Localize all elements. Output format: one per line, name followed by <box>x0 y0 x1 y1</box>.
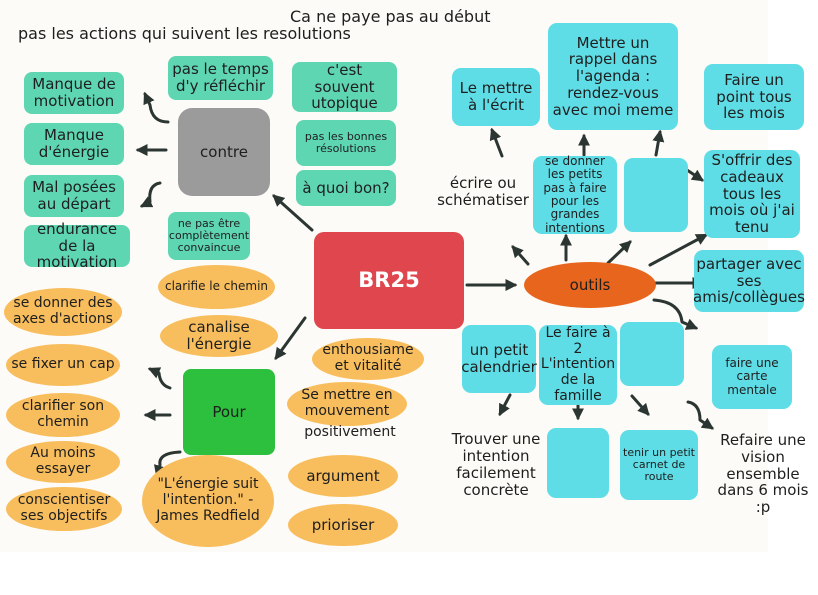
contre-label: contre <box>200 142 248 161</box>
arrow-outils-cadeaux <box>648 233 709 267</box>
pour-right-note-3: positivement <box>304 424 396 440</box>
center-label: BR25 <box>358 267 420 292</box>
arrow-center-pour <box>274 316 307 360</box>
outils-top-note-1: écrire ou schématiser <box>437 174 529 209</box>
contre-right-note-3: pas les bonnes résolutions <box>296 120 396 166</box>
outils-bottom-blank-note-2 <box>547 428 609 498</box>
arrow-ecrire-ecrit <box>489 127 504 158</box>
pour-left-note-2: se fixer un cap <box>6 344 120 386</box>
pour-top-note-1: clarifie le chemin <box>158 265 275 309</box>
outils-bottom-note-1: un petit calendrier <box>461 325 537 393</box>
pour-right-note-2: Se mettre en mouvement <box>287 382 407 426</box>
outils-top-note-4: Mettre un rappel dans l'agenda : rendez-… <box>548 23 678 130</box>
outils-bottom-note-4: tenir un petit carnet de route <box>620 430 698 500</box>
outils-right-note-1: Faire un point tous les mois <box>704 64 804 130</box>
pour-left-note-5: conscientiser ses objectifs <box>6 487 122 531</box>
arrow-contre-posees <box>139 181 162 208</box>
arrow-blank-carnet <box>630 394 650 416</box>
arrow-pour-cap <box>147 367 172 390</box>
arrow-center-contre <box>272 194 314 232</box>
branch-node-pour[interactable]: Pour <box>183 369 275 455</box>
pour-left-note-1: se donner des axes d'actions <box>4 288 122 336</box>
pour-bottom-note-2: prioriser <box>288 504 398 546</box>
center-node-br25[interactable]: BR25 <box>314 232 464 329</box>
outils-right-note-3: partager avec ses amis/collègues <box>693 250 805 312</box>
arrow-contre-motivation <box>143 91 170 124</box>
contre-right-note-2: c'est souvent utopique <box>292 61 397 112</box>
outils-bottom-note-5: faire une carte mentale <box>712 345 792 409</box>
contre-right-note-4: à quoi bon? <box>296 170 396 206</box>
arrow-outils-ecrire <box>511 245 530 266</box>
branch-node-contre[interactable]: contre <box>178 108 270 196</box>
arrow-outils-blank <box>606 240 632 265</box>
arrow-pour-quote <box>154 450 182 478</box>
header-center-text: Ca ne paye pas au début <box>290 7 491 26</box>
connector-arrows <box>135 91 714 478</box>
arrow-blank-rappel <box>652 129 665 157</box>
outils-label: outils <box>569 275 611 294</box>
mind-map-canvas: pas les actions qui suivent les resoluti… <box>4 7 809 547</box>
branch-node-outils[interactable]: outils <box>524 262 656 308</box>
contre-left-note-1: Manque de motivation <box>24 72 124 114</box>
outils-bottom-note-2: Le faire à 2 L'intention de la famille <box>539 324 617 405</box>
arrow-outils-carte <box>652 298 699 330</box>
pour-top-note-2: canalise l'énergie <box>160 315 278 357</box>
outils-right-note-2: S'offrir des cadeaux tous les mois où j'… <box>704 150 800 238</box>
arrow-carte-vision <box>686 400 714 430</box>
contre-right-note-1: pas le temps d'y réfléchir <box>168 56 273 100</box>
pour-bottom-note-1: argument <box>288 455 398 497</box>
outils-top-blank-note <box>624 158 688 232</box>
outils-bottom-note-6: Refaire une vision ensemble dans 6 mois … <box>717 431 809 517</box>
contre-left-note-4: endurance de la motivation <box>24 220 130 271</box>
arrow-calendrier-intention <box>498 393 512 417</box>
outils-bottom-blank-note-1 <box>620 322 684 386</box>
pour-left-note-3: clarifier son chemin <box>6 393 120 437</box>
outils-top-note-2: se donner les petits pas à faire pour le… <box>533 154 617 235</box>
outils-bottom-note-3: Trouver une intention facilement concrèt… <box>451 430 541 499</box>
outils-top-note-3: Le mettre à l'écrit <box>452 68 540 126</box>
pour-quote-note: "L'énergie suit l'intention." - James Re… <box>142 455 274 547</box>
contre-left-note-3: Mal posées au départ <box>24 175 124 217</box>
contre-right-note-5: ne pas être complètement convaincue <box>168 212 250 260</box>
pour-label: Pour <box>212 402 246 421</box>
pour-right-note-1: enthousiame et vitalité <box>312 338 424 380</box>
pour-left-note-4: Au moins essayer <box>6 441 120 483</box>
header-left-text: pas les actions qui suivent les resoluti… <box>18 24 351 43</box>
contre-left-note-2: Manque d'énergie <box>24 123 124 165</box>
